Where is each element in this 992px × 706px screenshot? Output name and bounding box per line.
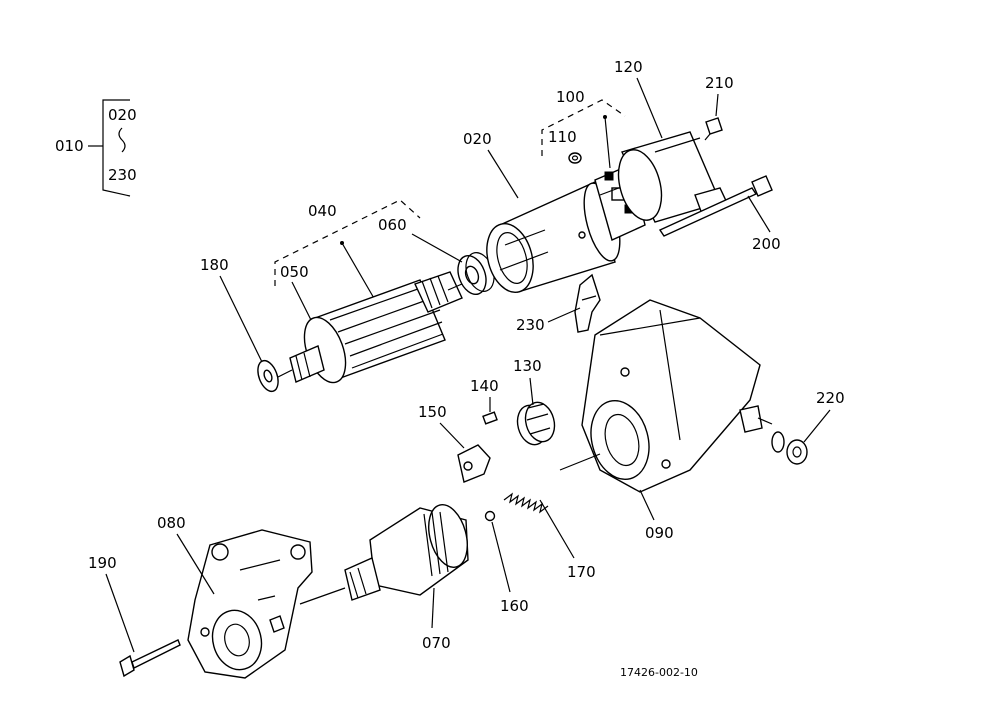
label-020-range-start: 020 <box>108 106 137 124</box>
ball-bearing-060 <box>457 252 495 296</box>
label-170: 170 <box>567 563 596 581</box>
label-080: 080 <box>157 514 186 532</box>
assembly-bracket-010 <box>88 99 131 197</box>
label-220: 220 <box>816 389 845 407</box>
label-190: 190 <box>88 554 117 572</box>
label-090: 090 <box>645 524 674 542</box>
steel-ball-160 <box>484 510 496 522</box>
through-bolt-200 <box>658 175 773 237</box>
label-230-range-end: 230 <box>108 166 137 184</box>
label-100: 100 <box>556 88 585 106</box>
label-070: 070 <box>422 634 451 652</box>
label-020: 020 <box>463 130 492 148</box>
label-120: 120 <box>614 58 643 76</box>
label-210: 210 <box>705 74 734 92</box>
label-200: 200 <box>752 235 781 253</box>
nut-110 <box>568 152 582 164</box>
label-180: 180 <box>200 256 229 274</box>
thrust-washer-180 <box>257 359 279 393</box>
label-110: 110 <box>548 128 577 146</box>
gear-case-090 <box>581 299 773 493</box>
label-040: 040 <box>308 202 337 220</box>
pin-140 <box>482 411 498 425</box>
armature-group-bracket-040 <box>274 199 421 301</box>
label-010: 010 <box>55 137 84 155</box>
brush-holder-group-bracket-100 <box>541 99 626 169</box>
label-150: 150 <box>418 403 447 421</box>
armature-050 <box>267 271 463 384</box>
shift-lever-230 <box>574 273 601 333</box>
roller-bearing-130 <box>516 401 556 446</box>
spring-170 <box>503 453 601 514</box>
through-bolt-190 <box>119 639 181 678</box>
label-050: 050 <box>280 263 309 281</box>
overrunning-clutch-070 <box>299 504 469 605</box>
label-230: 230 <box>516 316 545 334</box>
end-cover-120 <box>617 131 729 223</box>
drive-housing-080 <box>187 529 313 679</box>
label-140: 140 <box>470 377 499 395</box>
drawing-reference-code: 17426-002-10 <box>620 666 698 679</box>
label-160: 160 <box>500 597 529 615</box>
label-060: 060 <box>378 216 407 234</box>
label-130: 130 <box>513 357 542 375</box>
screw-210 <box>704 117 723 141</box>
retainer-150 <box>457 444 491 483</box>
nut-and-washer-220 <box>771 431 808 465</box>
